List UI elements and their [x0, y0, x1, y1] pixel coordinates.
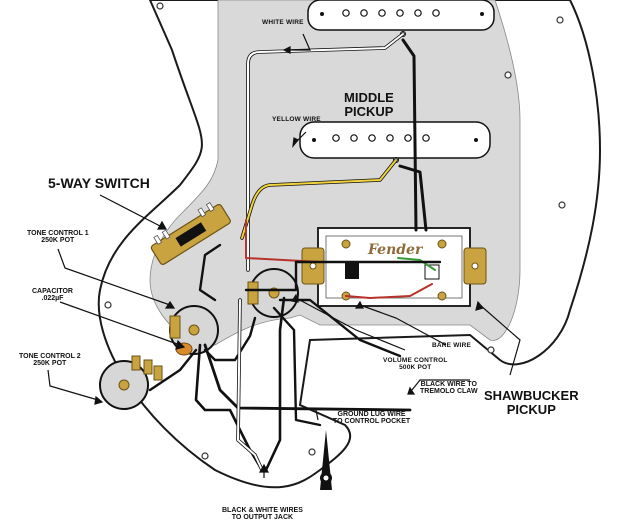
five-way-switch [150, 202, 231, 265]
label-tone-control-1: TONE CONTROL 1 250K POT [27, 230, 89, 245]
label-shawbucker-pickup-line2: PICKUP [506, 402, 556, 418]
label-shawbucker-pickup-line1: SHAWBUCKER [484, 388, 579, 403]
label-tone-control-2: TONE CONTROL 2 250K POT [19, 353, 81, 368]
tone-pot-2 [99, 355, 163, 410]
label-black-wire-tremolo-line1: BLACK WIRE TO [420, 381, 477, 388]
label-output-jack-line2: TO OUTPUT JACK [231, 514, 294, 522]
label-shawbucker-pickup: SHAWBUCKER PICKUP [484, 388, 579, 418]
label-black-wire-tremolo-line2: TREMOLO CLAW [420, 388, 478, 396]
ground-lug [320, 430, 332, 490]
tone-pot-1 [169, 305, 219, 355]
label-volume-control: VOLUME CONTROL 500K POT [383, 357, 448, 372]
label-black-wire-tremolo: BLACK WIRE TO TREMOLO CLAW [420, 381, 478, 396]
wires [148, 32, 442, 472]
label-capacitor-line2: .022µF [41, 295, 64, 303]
pickguard-screws [104, 2, 566, 460]
label-output-jack: BLACK & WHITE WIRES TO OUTPUT JACK [222, 507, 303, 522]
label-yellow-wire: YELLOW WIRE [272, 116, 321, 123]
label-capacitor-line1: CAPACITOR [32, 288, 73, 295]
label-output-jack-line1: BLACK & WHITE WIRES [222, 507, 303, 514]
label-ground-lug-wire-line1: GROUND LUG WIRE [337, 411, 406, 418]
label-volume-control-line2: 500K POT [399, 363, 432, 371]
label-white-wire: WHITE WIRE [262, 19, 304, 26]
label-bare-wire: BARE WIRE [432, 342, 471, 349]
label-middle-pickup-line1: MIDDLE [344, 90, 394, 105]
label-ground-lug-wire: GROUND LUG WIRE TO CONTROL POCKET [333, 411, 410, 426]
label-capacitor: CAPACITOR .022µF [32, 288, 73, 303]
label-tone-control-1-line2: 250K POT [41, 237, 75, 245]
label-middle-pickup-line2: PICKUP [344, 104, 394, 120]
label-volume-control-line1: VOLUME CONTROL [383, 357, 448, 364]
volume-pot [247, 268, 299, 318]
neck-pickup [307, 0, 495, 37]
label-middle-pickup: MIDDLE PICKUP [344, 90, 394, 120]
callout-arrows [47, 33, 521, 478]
fender-logo: Fender [367, 242, 424, 258]
shawbucker-pickup: Fender [301, 227, 487, 307]
label-tone-control-2-line1: TONE CONTROL 2 [19, 353, 81, 360]
label-five-way-switch: 5-WAY SWITCH [48, 175, 150, 191]
middle-pickup [299, 121, 491, 163]
label-tone-control-2-line2: 250K POT [33, 360, 67, 368]
label-tone-control-1-line1: TONE CONTROL 1 [27, 230, 89, 237]
label-ground-lug-wire-line2: TO CONTROL POCKET [333, 418, 411, 426]
